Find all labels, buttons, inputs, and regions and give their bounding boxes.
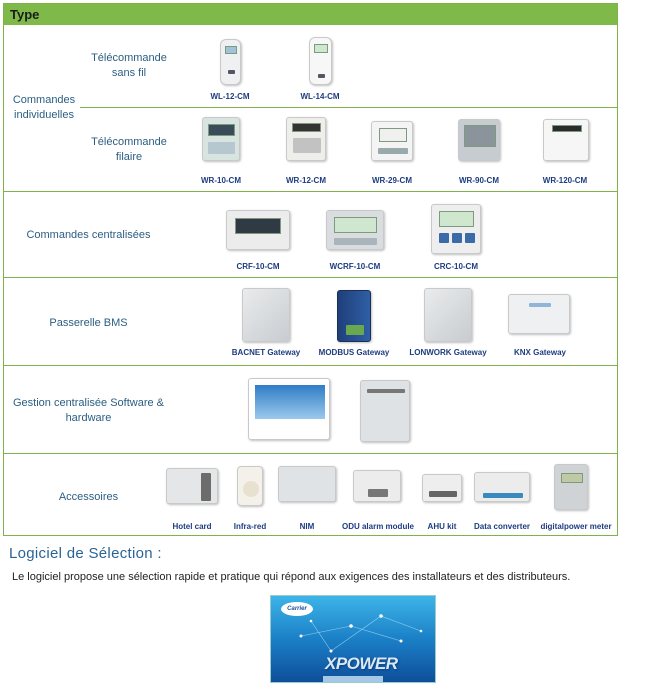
power-meter-image (554, 464, 588, 510)
nim-image (278, 466, 336, 502)
caption: WL-14-CM (300, 92, 340, 101)
caption: Infra-red (233, 522, 267, 531)
carrier-logo: Carrier (281, 602, 313, 616)
row-individual: Commandes individuelles Télécommande san… (4, 25, 617, 191)
caption: WCRF-10-CM (329, 262, 381, 271)
caption: CRC-10-CM (434, 262, 478, 271)
subgroup-label: Télécommande sans fil (91, 52, 167, 79)
row-label: Accessoires (58, 491, 119, 503)
infrared-image (237, 466, 263, 506)
lonwork-gateway-image (424, 288, 472, 342)
subgroup-label: Télécommande filaire (91, 136, 167, 163)
row-management: Gestion centralisée Software & hardware (4, 365, 617, 453)
crc10-image (431, 204, 481, 254)
caption: WL-12-CM (210, 92, 250, 101)
caption: CRF-10-CM (236, 262, 280, 271)
caption: ODU alarm module (341, 522, 414, 531)
table-header: Type (4, 4, 617, 25)
remote-wr10-image (202, 117, 240, 161)
section-title: Logiciel de Sélection : (9, 545, 162, 562)
caption: LONWORK Gateway (409, 348, 487, 357)
hardware-controller-image (360, 380, 410, 442)
caption: Data converter (473, 522, 531, 531)
remote-wr12-image (286, 117, 326, 161)
subgroup-divider (80, 107, 617, 108)
data-converter-image (474, 472, 530, 502)
remote-wr90-image (458, 119, 500, 161)
hotel-card-image (166, 468, 218, 504)
section-text: Le logiciel propose une sélection rapide… (12, 571, 571, 583)
network-graphic (299, 614, 423, 653)
row-label: Commandes centralisées (26, 229, 151, 241)
caption: WR-120-CM (542, 176, 588, 185)
row-label: Gestion centralisée Software & hardware (12, 397, 165, 424)
bacnet-gateway-image (242, 288, 290, 342)
remote-wl12-image (220, 39, 241, 85)
ahu-kit-image (422, 474, 462, 502)
caption: MODBUS Gateway (318, 348, 390, 357)
xpower-logo: XPOWER (325, 654, 398, 673)
row-accessories: Accessoires Hotel card Infra-red NIM ODU… (4, 453, 617, 537)
row-label: Commandes individuelles (12, 94, 76, 121)
xpower-banner-image: Carrier XPOWER (270, 595, 436, 683)
caption: WR-90-CM (459, 176, 499, 185)
modbus-gateway-image (337, 290, 371, 342)
caption: AHU kit (427, 522, 457, 531)
caption: BACNET Gateway (231, 348, 301, 357)
software-screenshot-image (248, 378, 330, 440)
caption: WR-12-CM (286, 176, 326, 185)
caption: WR-29-CM (372, 176, 412, 185)
knx-gateway-image (508, 294, 570, 334)
wcrf10-image (326, 210, 384, 250)
row-bms: Passerelle BMS BACNET Gateway MODBUS Gat… (4, 277, 617, 365)
remote-wl14-image (309, 37, 332, 85)
caption: Hotel card (172, 522, 212, 531)
caption: digitalpower meter (540, 522, 612, 531)
banner-strip (323, 676, 383, 682)
caption: WR-10-CM (201, 176, 241, 185)
remote-wr120-image (543, 119, 589, 161)
caption: KNX Gateway (513, 348, 567, 357)
caption: NIM (299, 522, 315, 531)
row-label: Passerelle BMS (49, 317, 128, 329)
crf10-image (226, 210, 290, 250)
row-centralized: Commandes centralisées CRF-10-CM WCRF-10… (4, 191, 617, 277)
odu-alarm-module-image (353, 470, 401, 502)
product-table: Type Commandes individuelles Télécommand… (3, 3, 618, 536)
remote-wr29-image (371, 121, 413, 161)
